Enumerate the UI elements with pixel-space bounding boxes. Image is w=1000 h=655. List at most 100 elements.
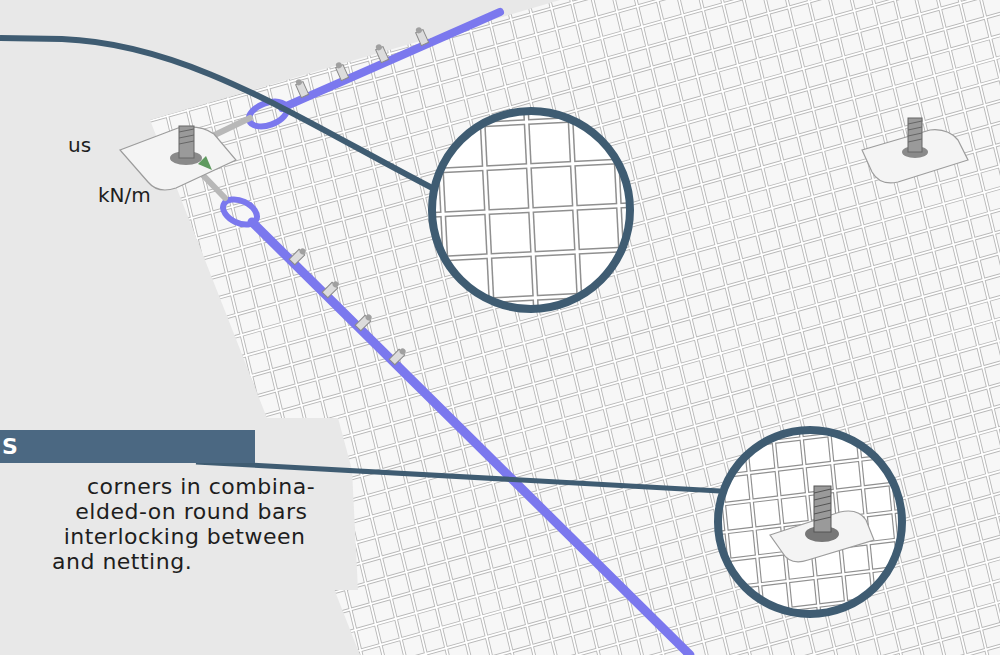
mesh-wire — [914, 0, 1000, 655]
mesh-wire — [363, 0, 523, 655]
mesh-wire — [0, 304, 1000, 655]
mesh-wire — [818, 0, 1000, 655]
mesh-wire — [0, 220, 1000, 601]
mesh-wire — [0, 415, 1000, 655]
mesh-wire — [348, 0, 1000, 655]
mesh-wire — [0, 218, 1000, 378]
mesh-wire — [0, 0, 711, 655]
mesh-wire — [845, 0, 1000, 655]
mesh-wire — [0, 0, 1000, 26]
mesh-wire — [407, 0, 567, 655]
mesh-wire — [0, 0, 1000, 114]
spec-text: us — [68, 133, 91, 157]
mesh-wire — [975, 0, 1000, 655]
mesh-wire — [975, 0, 1000, 655]
mesh-wire — [0, 359, 1000, 655]
mesh-wire — [0, 0, 1000, 364]
zoom-ring — [718, 430, 902, 614]
mesh-wire — [0, 174, 1000, 334]
mesh-wire — [0, 81, 1000, 462]
mesh-wire — [0, 359, 1000, 655]
mesh-wire — [0, 471, 1000, 655]
mesh-wire — [0, 338, 1000, 655]
mesh-wire — [539, 0, 699, 655]
mesh-wire — [428, 0, 746, 655]
mesh-wire — [0, 276, 1000, 655]
title-band: S — [0, 430, 255, 463]
mesh-wire — [0, 262, 1000, 422]
mesh-wire — [0, 81, 1000, 462]
mesh-wire — [449, 0, 1000, 655]
mesh-wire — [901, 0, 1000, 655]
mesh-wire — [570, 0, 1000, 655]
mesh-wire — [401, 0, 719, 655]
mesh-wire — [0, 471, 1000, 655]
spike-plate — [862, 118, 968, 183]
mesh-wire — [583, 0, 743, 655]
mesh-wire — [328, 0, 1000, 655]
mesh-wire — [4, 0, 751, 655]
mesh-wire — [0, 359, 1000, 655]
mesh-wire — [0, 582, 1000, 655]
mesh-wire — [275, 0, 435, 655]
mesh-wire — [901, 0, 1000, 655]
mesh-wire — [0, 0, 387, 655]
mesh-wire — [0, 582, 1000, 655]
mesh-wire — [231, 0, 391, 655]
mesh-wire — [734, 0, 1000, 655]
mesh-wire — [671, 0, 1000, 655]
mesh-wire — [0, 331, 1000, 655]
mesh-wire — [0, 400, 1000, 655]
mesh-wire — [0, 0, 508, 655]
mesh-wire — [409, 0, 1000, 655]
mesh-wire — [0, 0, 1000, 384]
mesh-wire — [0, 86, 1000, 246]
mesh-wire — [429, 0, 1000, 655]
mesh-wire — [0, 0, 1000, 114]
mesh-wire — [570, 0, 1000, 655]
mesh-wire — [45, 0, 792, 655]
mesh-wire — [0, 42, 1000, 202]
mesh-wire — [583, 0, 743, 655]
mesh-wire — [451, 0, 611, 655]
mesh-wire — [651, 0, 969, 655]
zoom-ring — [432, 111, 630, 309]
mesh-wire — [0, 318, 1000, 655]
mesh-wire — [0, 218, 1000, 378]
leader-line — [0, 38, 436, 190]
description-text: corners in combina- elded-on round bars … — [52, 474, 315, 574]
mesh-wire — [845, 0, 1000, 655]
mesh-wire — [328, 0, 1000, 655]
mesh-wire — [0, 0, 569, 655]
mesh-wire — [428, 0, 746, 655]
mesh-wire — [0, 387, 1000, 655]
mesh-wire — [679, 0, 997, 655]
mesh-wire — [512, 0, 830, 655]
mesh-wire — [0, 387, 1000, 655]
spike-plate — [120, 126, 236, 190]
mesh-wire — [512, 0, 830, 655]
mesh-wire — [671, 0, 1000, 655]
mesh-wire — [0, 220, 1000, 601]
spec-unit: kN/m — [98, 183, 151, 207]
rope-clips — [289, 26, 428, 365]
mesh-wire — [818, 0, 1000, 655]
mesh-wire — [0, 0, 1000, 629]
rope-clip — [294, 78, 309, 98]
mesh-wire — [0, 0, 1000, 486]
mesh-wire — [651, 0, 1000, 655]
mesh-wire — [0, 0, 711, 655]
mesh-wire — [495, 0, 655, 655]
mesh-wire — [407, 0, 567, 655]
mesh-wire — [0, 331, 1000, 655]
mesh-wire — [0, 0, 1000, 609]
